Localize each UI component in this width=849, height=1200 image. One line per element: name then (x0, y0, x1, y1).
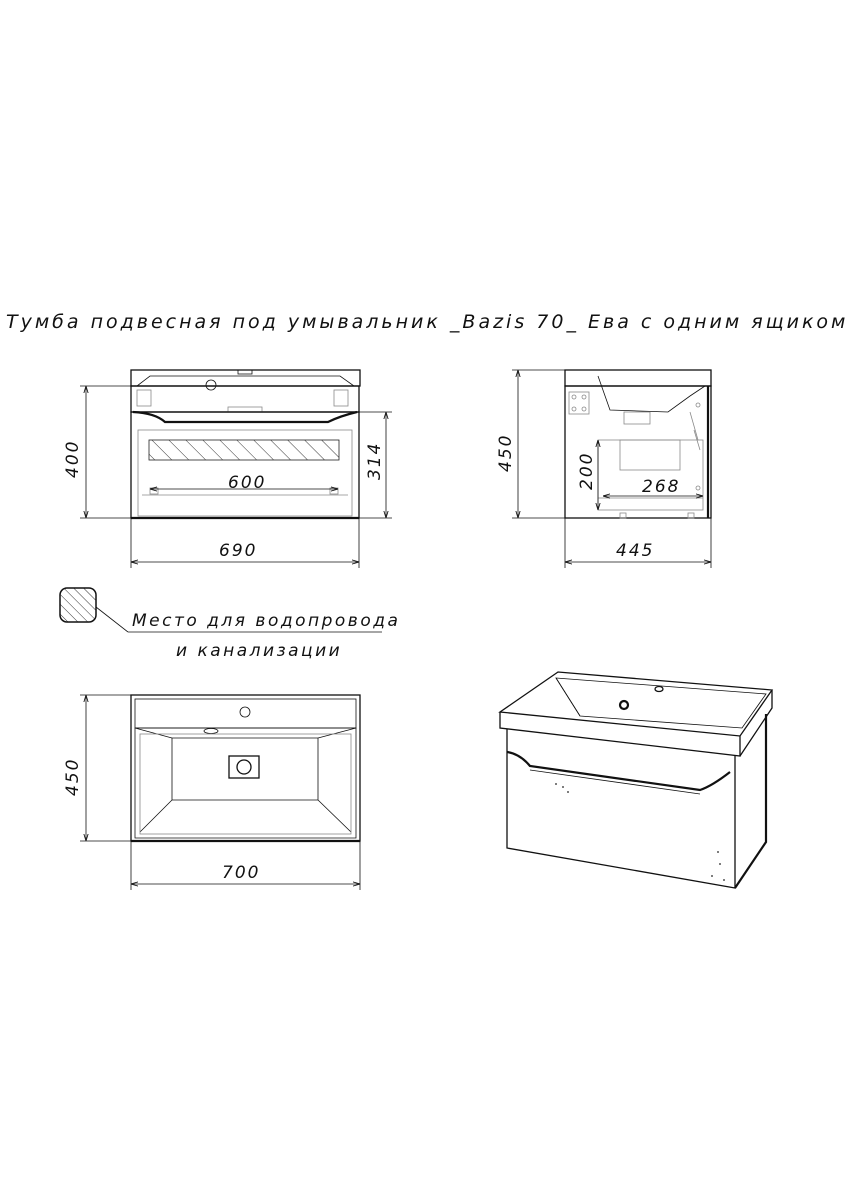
top-cabinet-outline (139, 733, 352, 835)
front-tap-hole (205, 379, 217, 391)
side-wall-bracket (568, 391, 590, 415)
side-view: 200 268 450 445 (496, 369, 712, 568)
dim-label-400: 400 (63, 440, 83, 478)
legend: Место для водопровода и канализации (59, 587, 400, 661)
side-foot (687, 512, 695, 519)
iso-detail-dot (567, 791, 569, 793)
dim-label-450-top: 450 (63, 758, 83, 796)
side-foot (619, 512, 627, 519)
iso-detail-dot (723, 879, 725, 881)
iso-tap-hole (654, 685, 664, 693)
bracket-bolt (571, 406, 577, 412)
top-basin-edge (317, 727, 357, 739)
top-basin-rim (134, 727, 357, 839)
side-basin-profile (597, 375, 706, 413)
bracket-bolt (571, 394, 577, 400)
top-drain-plate (228, 755, 260, 779)
iso-drawer-handle-shadow (529, 769, 701, 795)
top-basin-edge (317, 799, 352, 833)
isometric-view (498, 671, 774, 889)
iso-cabinet-side (734, 714, 768, 889)
top-drain (236, 759, 252, 775)
legend-leader (95, 606, 129, 633)
front-utility-zone (148, 439, 340, 461)
side-fitting (695, 485, 701, 491)
side-hinge (689, 411, 701, 451)
top-basin-edge (134, 727, 173, 739)
front-bracket-right (333, 389, 349, 407)
iso-detail-dot (717, 851, 719, 853)
side-drawer-box (597, 439, 704, 511)
iso-basin-top (498, 671, 774, 737)
top-tap-hole (239, 706, 251, 718)
side-body (564, 385, 712, 519)
iso-detail-dot (555, 783, 557, 785)
dim-label-450-side: 450 (496, 434, 516, 472)
top-back-ledge (134, 698, 357, 729)
top-view: 450 700 (63, 694, 361, 890)
side-fitting (695, 402, 701, 408)
bracket-bolt (581, 406, 587, 412)
front-inner-frame (137, 429, 353, 517)
iso-basin-front (499, 712, 741, 757)
front-bracket-left (136, 389, 152, 407)
side-siphon (623, 411, 651, 425)
iso-detail-dot (562, 786, 564, 788)
front-drawer-handle (132, 410, 358, 424)
dim-label-445: 445 (616, 541, 654, 561)
front-siphon (227, 406, 263, 413)
dim-label-700: 700 (222, 863, 260, 883)
front-basin-top (130, 369, 361, 387)
drawing-title: Тумба подвесная под умывальник _Bazis 70… (6, 311, 849, 333)
dim-label-690: 690 (219, 541, 257, 561)
front-drawer-front (130, 411, 360, 519)
front-overflow (237, 369, 253, 375)
front-basin-bowl (136, 375, 355, 387)
legend-hatch-swatch (59, 587, 97, 623)
side-drawer-cutout (619, 439, 681, 471)
legend-text-line2: и канализации (176, 641, 342, 661)
bracket-bolt (581, 394, 587, 400)
dim-label-314: 314 (365, 442, 385, 480)
iso-basin-side (739, 690, 773, 757)
front-upper-body (130, 385, 360, 413)
top-overflow (203, 728, 219, 734)
iso-detail-dot (719, 863, 721, 865)
dim-label-200: 200 (577, 452, 597, 490)
iso-drain (618, 699, 630, 711)
iso-detail-dot (711, 875, 713, 877)
top-basin-floor (171, 737, 319, 801)
legend-text-line1: Место для водопровода (132, 611, 400, 631)
dim-label-268: 268 (642, 477, 680, 497)
side-basin-top (564, 369, 712, 387)
iso-drawer-handle (506, 750, 731, 792)
iso-basin-bowl-edge (555, 677, 581, 717)
front-view: 600 400 314 690 (63, 369, 392, 568)
dim-label-600: 600 (228, 473, 266, 493)
iso-cabinet-front (506, 729, 736, 889)
top-basin-edge (139, 799, 173, 833)
